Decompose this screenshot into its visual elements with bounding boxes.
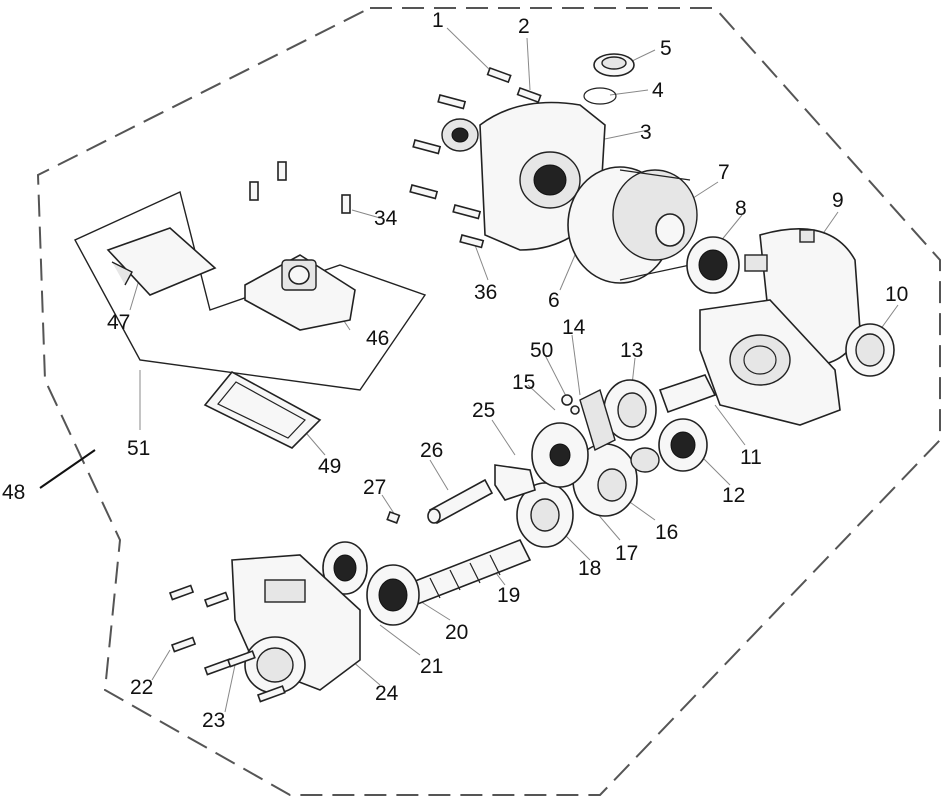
callout-27: 27	[363, 476, 387, 499]
plate-14	[579, 389, 616, 451]
callout-20: 20	[445, 621, 469, 644]
callout-26: 26	[420, 439, 444, 462]
callout-24: 24	[375, 682, 399, 705]
bevel-gear-7	[567, 166, 698, 284]
callout-8: 8	[735, 197, 747, 220]
callout-48: 48	[2, 481, 26, 504]
callout-50: 50	[530, 339, 554, 362]
callout-11: 11	[740, 446, 762, 469]
callout-23: 23	[202, 709, 226, 732]
callout-16: 16	[655, 521, 679, 544]
washer-15	[570, 405, 580, 415]
callout-51: 51	[127, 437, 151, 460]
callout-10: 10	[885, 283, 909, 306]
bearing-20	[366, 564, 420, 626]
callout-21: 21	[420, 655, 444, 678]
washer-50	[561, 394, 573, 406]
assembly-boundary	[36, 7, 941, 796]
callout-15: 15	[512, 371, 536, 394]
pin-27	[386, 510, 401, 524]
bearing-12	[630, 418, 708, 473]
module-46	[244, 254, 356, 331]
shaft-11	[658, 374, 717, 414]
callout-12: 12	[722, 484, 746, 507]
callout-36: 36	[474, 281, 498, 304]
callout-6: 6	[548, 289, 560, 312]
shaft-26	[427, 478, 494, 525]
callout-25: 25	[472, 399, 496, 422]
callout-3: 3	[640, 121, 652, 144]
leader-lines	[129, 27, 899, 713]
housing-9	[699, 228, 861, 426]
leader-48	[39, 449, 96, 489]
callout-46: 46	[366, 327, 390, 350]
kit-outline	[74, 191, 427, 391]
callout-2: 2	[518, 15, 530, 38]
seal-5	[593, 53, 635, 77]
housing-24	[231, 554, 361, 694]
callout-18: 18	[578, 557, 602, 580]
callout-19: 19	[497, 584, 521, 607]
fork-25	[494, 464, 536, 501]
callout-4: 4	[652, 79, 664, 102]
callout-13: 13	[620, 339, 644, 362]
gasket-49	[203, 370, 322, 449]
bolts-group	[409, 66, 542, 249]
bearing-21	[322, 541, 368, 595]
callout-47: 47	[107, 311, 131, 334]
callout-17: 17	[615, 542, 639, 565]
bearing-8	[686, 236, 740, 294]
bolts-22-23	[168, 584, 286, 703]
bearing-13	[603, 379, 657, 441]
oring-4	[583, 87, 617, 105]
gear-18	[516, 482, 574, 548]
callout-14: 14	[562, 316, 586, 339]
callout-1: 1	[432, 9, 444, 32]
callout-5: 5	[660, 37, 672, 60]
plate-47	[106, 227, 217, 296]
gear-16	[572, 443, 638, 517]
screws-34	[249, 161, 351, 214]
callout-22: 22	[130, 676, 154, 699]
callout-49: 49	[318, 455, 342, 478]
callout-9: 9	[832, 189, 844, 212]
callout-7: 7	[718, 161, 730, 184]
callout-34: 34	[374, 207, 398, 230]
bearing-10	[845, 323, 895, 377]
gear-17	[531, 422, 589, 488]
